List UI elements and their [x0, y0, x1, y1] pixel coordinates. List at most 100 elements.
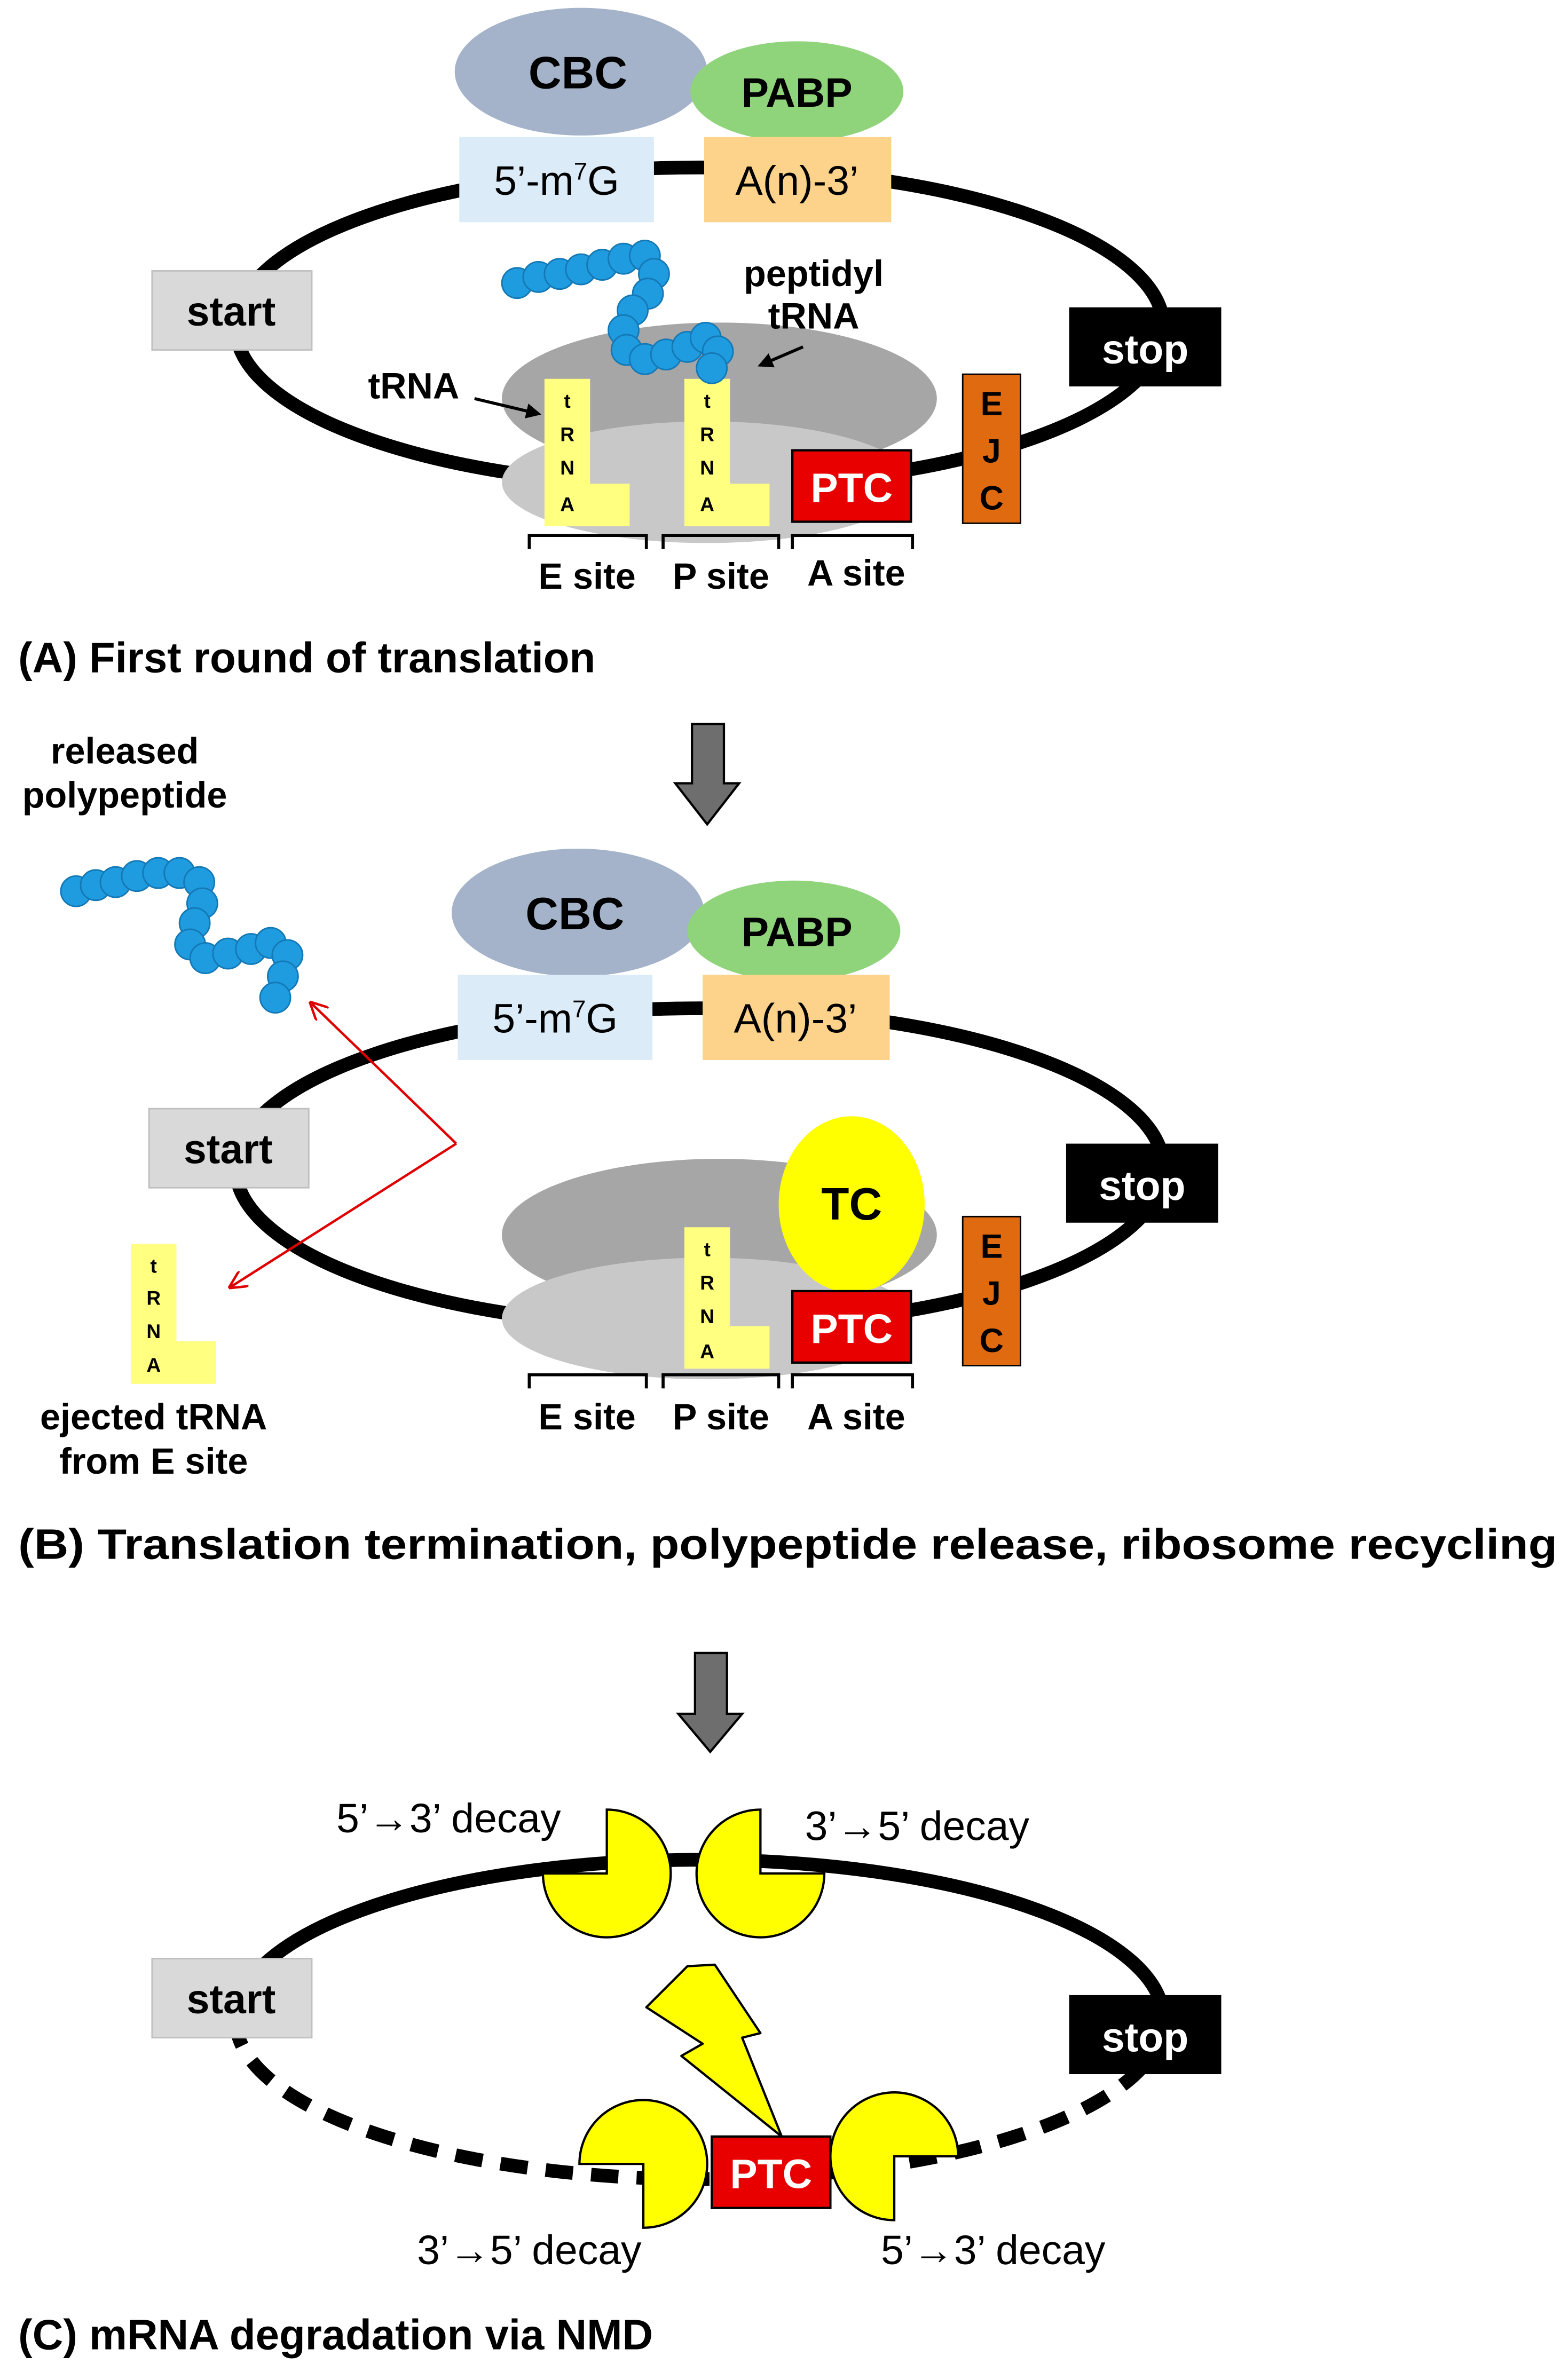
panel-b-title: (B) Translation termination, polypeptide… — [18, 1520, 1557, 1568]
amino-acid-bead — [259, 982, 291, 1014]
ptc-box — [791, 1290, 912, 1364]
e-site-bracket — [527, 1373, 648, 1389]
trna-p-site: t R N A — [684, 1227, 770, 1369]
pabp-label: PABP — [742, 70, 853, 116]
exonuclease-5to3-bottom — [829, 2091, 959, 2221]
ptc-box — [711, 2135, 832, 2209]
svg-text:N: N — [146, 1320, 161, 1342]
svg-text:C: C — [980, 480, 1004, 517]
cap-label: 5’-m7G — [494, 158, 619, 204]
decay-label-bottom-right: 5’→3’ decay — [881, 2227, 1106, 2273]
polyA-label: A(n)-3’ — [734, 996, 857, 1042]
stop-label: stop — [1099, 1163, 1185, 1209]
peptidyl-trna-label-2: tRNA — [768, 296, 860, 337]
ejected-trna: t R N A — [130, 1244, 216, 1384]
stop-codon-box — [1066, 1143, 1218, 1223]
release-arrow-peptide — [312, 1004, 458, 1145]
peptidyl-pointer-arrow — [758, 345, 804, 368]
ptc-label: PTC — [810, 1306, 893, 1352]
termination-complex — [778, 1116, 925, 1293]
exonuclease-3to5-top — [695, 1808, 826, 1939]
pabp-protein — [690, 41, 904, 142]
ejected-label-2: from E site — [59, 1441, 248, 1482]
panel-c: start stop PTC 5’→3’ decay 3’→5’ decay 3… — [18, 1796, 1222, 2359]
svg-text:A: A — [700, 493, 714, 516]
pabp-protein — [687, 880, 901, 981]
a-site-label: A site — [807, 1397, 905, 1437]
start-label: start — [184, 1127, 273, 1173]
a-site-label: A site — [807, 553, 905, 594]
released-label-1: released — [51, 731, 199, 771]
svg-text:A: A — [700, 1340, 714, 1362]
flow-arrow-b-to-c — [675, 1651, 745, 1754]
ejected-label-1: ejected tRNA — [40, 1397, 267, 1437]
svg-text:t: t — [564, 390, 570, 412]
e-site-label: E site — [538, 556, 635, 597]
ptc-label: PTC — [730, 2152, 812, 2197]
cbc-label: CBC — [525, 889, 624, 939]
svg-text:R: R — [700, 1271, 714, 1294]
svg-text:t: t — [704, 390, 710, 412]
stop-codon-box — [1069, 1995, 1222, 2075]
svg-text:N: N — [560, 456, 574, 479]
panel-a-title: (A) First round of translation — [18, 634, 595, 682]
svg-text:E: E — [980, 1228, 1003, 1265]
svg-text:C: C — [980, 1322, 1004, 1359]
start-label: start — [187, 289, 276, 335]
svg-text:R: R — [560, 423, 574, 446]
p-site-bracket — [661, 1373, 781, 1389]
stop-label: stop — [1102, 2014, 1188, 2060]
svg-text:N: N — [700, 1305, 714, 1327]
pabp-label: PABP — [742, 909, 853, 955]
cap-box — [459, 137, 654, 223]
cap-box — [458, 975, 653, 1060]
exonuclease-3to5-bottom — [578, 2099, 708, 2229]
p-site-bracket — [661, 534, 781, 549]
start-codon-box — [151, 1958, 313, 2039]
svg-text:t: t — [151, 1255, 157, 1277]
released-label-2: polypeptide — [22, 775, 227, 816]
exonuclease-5to3-top — [541, 1808, 672, 1939]
polyA-label: A(n)-3’ — [735, 158, 858, 204]
trna-label: tRNA — [368, 366, 459, 407]
panel-a: CBC PABP 5’-m7G A(n)-3’ start stop t R N… — [18, 7, 1222, 682]
release-arrow-trna — [231, 1142, 457, 1287]
svg-text:A: A — [146, 1354, 161, 1376]
cbc-label: CBC — [529, 48, 627, 99]
p-site-label: P site — [673, 556, 769, 597]
tc-label: TC — [821, 1179, 882, 1230]
panel-c-title: (C) mRNA degradation via NMD — [18, 2311, 653, 2359]
start-label: start — [187, 1976, 276, 2022]
ptc-box — [791, 449, 912, 523]
e-site-label: E site — [538, 1397, 635, 1437]
svg-text:N: N — [700, 456, 714, 479]
svg-text:t: t — [704, 1238, 710, 1260]
decay-label-top-left: 5’→3’ decay — [336, 1796, 561, 1841]
start-codon-box — [148, 1108, 310, 1189]
ejc-box — [962, 373, 1021, 524]
amino-acid-bead — [696, 352, 728, 384]
stop-label: stop — [1102, 327, 1188, 373]
svg-text:R: R — [146, 1287, 161, 1309]
svg-text:R: R — [700, 423, 714, 446]
ejc-box — [962, 1215, 1021, 1366]
peptide-chain — [501, 240, 734, 384]
trna-pointer-arrow — [474, 397, 541, 418]
a-site-bracket — [791, 1373, 915, 1389]
cbc-protein — [452, 848, 704, 977]
ptc-label: PTC — [810, 465, 893, 511]
panel-b: CBC PABP 5’-m7G A(n)-3’ start stop t R N… — [18, 731, 1557, 1568]
svg-text:J: J — [982, 1275, 1001, 1312]
svg-text:E: E — [980, 385, 1003, 423]
cap-label: 5’-m7G — [492, 995, 618, 1041]
stop-codon-box — [1069, 307, 1222, 386]
flow-arrow-a-to-b — [673, 723, 742, 826]
polyA-box — [703, 975, 890, 1060]
peptidyl-trna-label-1: peptidyl — [744, 254, 884, 294]
trna-e-site: t R N A — [544, 378, 630, 527]
cbc-protein — [454, 7, 707, 136]
p-site-label: P site — [673, 1397, 769, 1437]
e-site-bracket — [527, 534, 648, 549]
